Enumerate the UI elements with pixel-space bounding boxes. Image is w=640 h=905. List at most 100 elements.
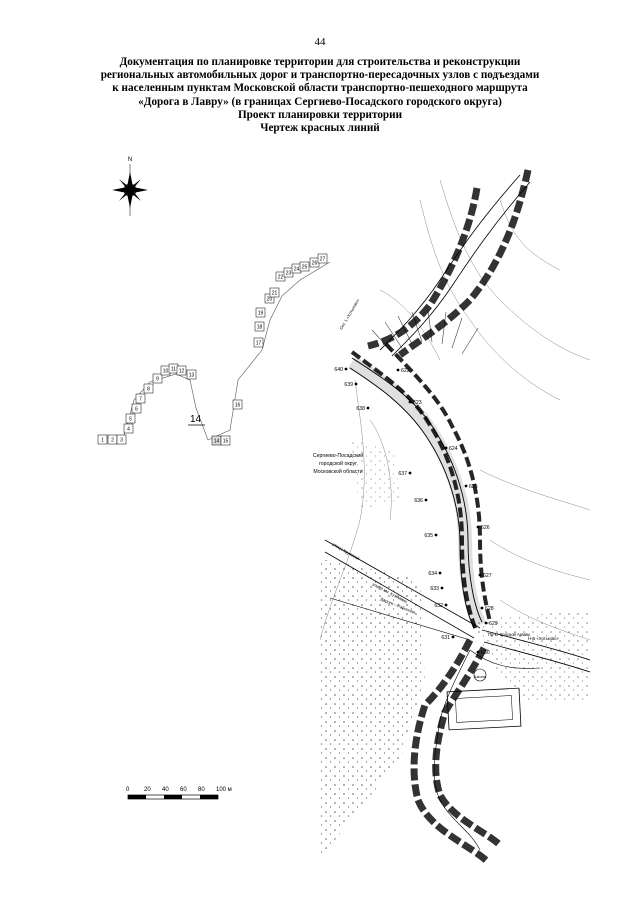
sheet-number: 15 <box>223 439 229 445</box>
boundary-point-marker <box>480 606 484 610</box>
area-label: Сергиево-Посадский городской округ Моско… <box>313 452 363 475</box>
red-line-boundary <box>350 169 532 865</box>
sheet-box: 13 <box>186 369 197 380</box>
sheet-number: 1 <box>101 438 104 444</box>
boundary-point-label: 626 <box>481 525 490 531</box>
sheet-number: 4 <box>127 427 130 433</box>
boundary-point-label: 637 <box>398 471 407 477</box>
boundary-point-label: 638 <box>356 406 365 412</box>
scale-tick-label: 60 <box>180 787 187 793</box>
sheet-number: 5 <box>129 417 132 423</box>
sheet-number: 10 <box>163 369 169 375</box>
boundary-point-marker <box>444 446 448 450</box>
sheet-number: 2 <box>111 438 114 444</box>
boundary-point-label: 622 <box>401 368 410 374</box>
boundary-point-marker <box>476 650 480 654</box>
boundary-point-marker <box>408 471 412 475</box>
sheet-box: 20 <box>264 293 275 304</box>
boundary-point-marker <box>424 498 428 502</box>
boundary-point-label: 640 <box>334 367 343 373</box>
boundary-point-label: 634 <box>428 571 437 577</box>
compass-rose-icon: N <box>112 157 148 216</box>
sheet-number: 27 <box>320 257 326 263</box>
area-label-line: городской округ <box>319 460 357 467</box>
sheet-box: 18 <box>254 321 265 332</box>
scale-tick-label: 40 <box>162 787 169 793</box>
sheet-box: 12 <box>176 365 187 376</box>
area-label-line: Сергиево-Посадский <box>313 452 363 459</box>
sheet-number: 20 <box>267 297 273 303</box>
boundary-point-label: 639 <box>344 382 353 388</box>
page-number: 44 <box>314 36 326 48</box>
sheet-number: 12 <box>179 369 185 375</box>
area-label-line: Московской области <box>313 468 362 475</box>
sheet-number: 8 <box>147 387 150 393</box>
boundary-point-marker <box>434 533 438 537</box>
sheet-number: 3 <box>120 438 123 444</box>
sheet-number: 24 <box>294 267 300 273</box>
sheet-number: 11 <box>171 367 176 373</box>
sheet-box: 25 <box>299 261 310 272</box>
sheet-number: 25 <box>302 265 308 271</box>
boundary-point-marker <box>464 484 468 488</box>
sheet-box: 2 <box>107 434 118 445</box>
sheet-number: 22 <box>278 275 284 281</box>
boundary-point-marker <box>438 571 442 575</box>
sheet-number: 19 <box>258 311 264 317</box>
sheet-box: 14 <box>211 435 222 446</box>
sheet-box: 27 <box>317 253 328 264</box>
sheet-box: 23 <box>283 267 294 278</box>
sheet-number: 7 <box>139 397 142 403</box>
sheet-box: 21 <box>269 287 280 298</box>
sheet-number: 13 <box>189 373 195 379</box>
site-plan: Школа 6406396386376366356346336326316226… <box>313 169 591 865</box>
street-label: Н-В «Хотьково» <box>528 636 560 641</box>
scale-tick-label: 20 <box>144 787 151 793</box>
boundary-point-marker <box>396 368 400 372</box>
boundary-point-label: 632 <box>434 603 443 609</box>
sheet-number: 17 <box>256 341 262 347</box>
sheet-number: 23 <box>286 271 292 277</box>
slope-hatching <box>371 309 479 355</box>
sheet-number: 26 <box>312 261 318 267</box>
sheet-box: 7 <box>135 393 146 404</box>
title-line: Документация по планировке территории дл… <box>119 56 521 68</box>
boundary-point-marker <box>444 603 448 607</box>
sheet-box: 10 <box>160 365 171 376</box>
sheet-box: 9 <box>152 373 163 384</box>
building-label: Школа <box>474 674 487 679</box>
sheet-box: 8 <box>143 383 154 394</box>
title-line: Чертеж красных линий <box>260 122 380 135</box>
sheet-box: 15 <box>220 435 231 446</box>
boundary-point-label: 629 <box>489 621 498 627</box>
scale-tick-label: 0 <box>126 787 130 793</box>
street-label: Пр-кт Красной Армии <box>488 632 530 637</box>
title-line: к населенным пунктам Московской области … <box>112 82 528 95</box>
current-sheet-label: 14 <box>190 414 202 425</box>
boundary-point-label: 627 <box>483 573 492 579</box>
boundary-point-marker <box>440 586 444 590</box>
sheet-number: 16 <box>235 403 241 409</box>
sheet-number: 14 <box>214 439 220 445</box>
boundary-point-marker <box>344 367 348 371</box>
boundary-point-marker <box>366 406 370 410</box>
sheet-box: 17 <box>253 337 264 348</box>
street-label: Окт. 1 «Хотьково» <box>339 297 361 330</box>
title-line: региональных автомобильных дорог и транс… <box>100 69 540 82</box>
boundary-point-marker <box>484 621 488 625</box>
sheet-number: 9 <box>156 377 159 383</box>
sheet-box: 6 <box>131 403 142 414</box>
title-line: Проект планировки территории <box>237 108 403 121</box>
boundary-point-label: 624 <box>449 446 458 452</box>
sheet-box: 1 <box>97 434 108 445</box>
scale-tick-label: 100 м <box>216 787 232 793</box>
boundary-point-label: 633 <box>430 586 439 592</box>
boundary-points: 6406396386376366356346336326316226236246… <box>334 367 497 656</box>
boundary-point-label: 628 <box>485 606 494 612</box>
sheet-number: 21 <box>272 291 278 297</box>
boundary-point-marker <box>408 400 412 404</box>
